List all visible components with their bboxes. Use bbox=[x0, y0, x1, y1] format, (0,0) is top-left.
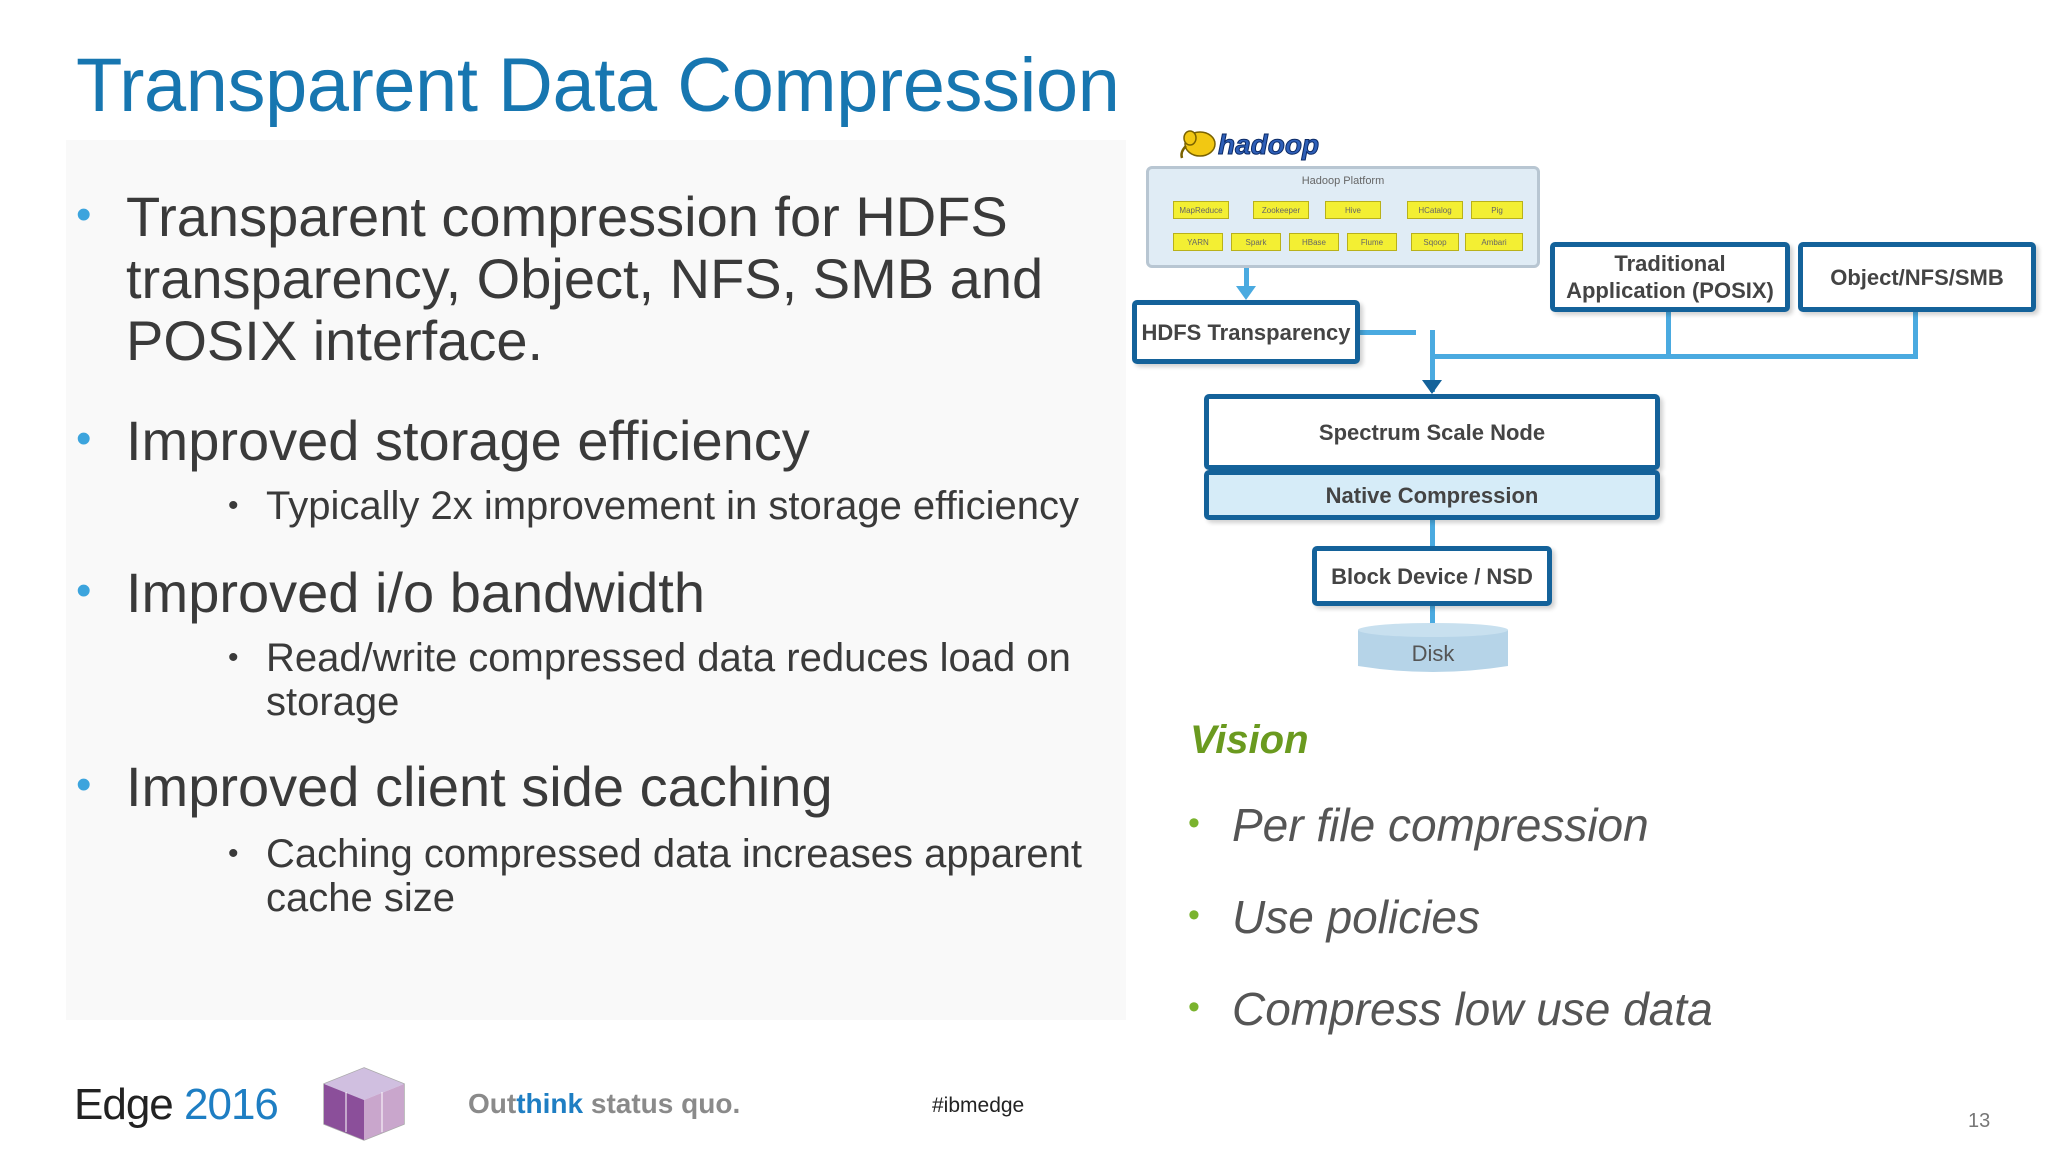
cube-logo-icon bbox=[323, 1067, 405, 1141]
sub-bullet-dot-icon: • bbox=[228, 641, 239, 674]
bullet-2-line-1: Improved storage efficiency bbox=[126, 409, 810, 472]
tagline-highlight: think bbox=[516, 1088, 584, 1119]
tagline-prefix: Out bbox=[468, 1088, 517, 1119]
bullet-1-line-2: transparency, Object, NFS, SMB and bbox=[126, 247, 1044, 310]
block-device-label: Block Device / NSD bbox=[1331, 563, 1533, 589]
vision-item-text: Use policies bbox=[1232, 891, 1480, 943]
spectrum-scale-node-box: Spectrum Scale Node bbox=[1204, 394, 1660, 470]
hadoop-component: Sqoop bbox=[1411, 233, 1459, 251]
hadoop-component: YARN bbox=[1173, 233, 1223, 251]
edge-2016-logo: Edge 2016 bbox=[74, 1080, 279, 1130]
bullet-1-line-1: Transparent compression for HDFS bbox=[126, 185, 1008, 248]
bullet-3-sub-line-2: storage bbox=[266, 680, 400, 724]
hdfs-transparency-box: HDFS Transparency bbox=[1132, 300, 1360, 364]
bullet-dot-icon: • bbox=[76, 566, 92, 615]
hdfs-transparency-label: HDFS Transparency bbox=[1141, 319, 1351, 345]
vision-item-text: Compress low use data bbox=[1232, 983, 1713, 1035]
edge-logo-year: 2016 bbox=[184, 1080, 279, 1129]
native-compression-label: Native Compression bbox=[1325, 482, 1539, 508]
content-panel-background bbox=[66, 140, 1126, 1020]
connector-line bbox=[1430, 604, 1435, 624]
native-compression-box: Native Compression bbox=[1204, 470, 1660, 520]
connector-line bbox=[1356, 330, 1416, 335]
connector-line bbox=[1430, 330, 1435, 392]
bullet-3-sub-line-1: Read/write compressed data reduces load … bbox=[266, 636, 1071, 680]
disk-cylinder: Disk bbox=[1358, 623, 1508, 672]
arrow-down-icon bbox=[1422, 380, 1442, 394]
sub-bullet-dot-icon: • bbox=[228, 489, 239, 522]
connector-line bbox=[1913, 306, 1918, 358]
hadoop-component: Pig bbox=[1471, 201, 1523, 219]
bullet-dot-icon: • bbox=[1188, 804, 1200, 842]
bullet-dot-icon: • bbox=[76, 414, 92, 463]
connector-line bbox=[1244, 268, 1249, 294]
page-number: 13 bbox=[1968, 1110, 1991, 1132]
traditional-application-line-1: Traditional bbox=[1614, 251, 1726, 276]
sub-bullet-dot-icon: • bbox=[228, 837, 239, 870]
bullet-dot-icon: • bbox=[1188, 988, 1200, 1026]
footer-hashtag: #ibmedge bbox=[932, 1094, 1025, 1117]
edge-logo-word: Edge bbox=[74, 1080, 174, 1129]
bullet-2-sub-line-1: Typically 2x improvement in storage effi… bbox=[266, 484, 1079, 528]
bullet-3-line-1: Improved i/o bandwidth bbox=[126, 561, 706, 624]
connector-line bbox=[1430, 516, 1435, 546]
footer-tagline: Outthink status quo. bbox=[468, 1088, 740, 1120]
hadoop-platform: Hadoop Platform MapReduce Zookeeper Hive… bbox=[1146, 166, 1540, 268]
object-nfs-smb-box: Object/NFS/SMB bbox=[1798, 242, 2036, 312]
hadoop-component: Flume bbox=[1347, 233, 1397, 251]
vision-item-text: Per file compression bbox=[1232, 799, 1649, 851]
hadoop-logo: hadoop bbox=[1180, 129, 1320, 161]
bullet-4-line-1: Improved client side caching bbox=[126, 755, 833, 818]
bullet-1-line-3: POSIX interface. bbox=[126, 309, 544, 372]
hadoop-component: Ambari bbox=[1465, 233, 1523, 251]
hadoop-component: Zookeeper bbox=[1253, 201, 1309, 219]
vision-title: Vision bbox=[1190, 718, 1309, 762]
hadoop-component: MapReduce bbox=[1173, 201, 1229, 219]
hadoop-logo-text: hadoop bbox=[1218, 129, 1319, 160]
tagline-suffix: status quo. bbox=[583, 1088, 741, 1119]
traditional-application-box: Traditional Application (POSIX) bbox=[1550, 242, 1790, 312]
spectrum-scale-node-label: Spectrum Scale Node bbox=[1318, 419, 1546, 445]
disk-label: Disk bbox=[1412, 641, 1456, 666]
arrow-down-icon bbox=[1236, 286, 1256, 300]
object-nfs-smb-label: Object/NFS/SMB bbox=[1830, 264, 2004, 290]
bullet-dot-icon: • bbox=[76, 190, 92, 239]
hadoop-platform-label: Hadoop Platform bbox=[1301, 175, 1385, 187]
bullet-4-sub-line-1: Caching compressed data increases appare… bbox=[266, 832, 1083, 876]
connector-line bbox=[1430, 354, 1918, 359]
hadoop-component: Spark bbox=[1231, 233, 1281, 251]
hadoop-component: HCatalog bbox=[1407, 201, 1463, 219]
bullet-dot-icon: • bbox=[76, 760, 92, 809]
bullet-dot-icon: • bbox=[1188, 896, 1200, 934]
block-device-box: Block Device / NSD bbox=[1312, 546, 1552, 606]
hadoop-component: HBase bbox=[1289, 233, 1339, 251]
traditional-application-line-2: Application (POSIX) bbox=[1566, 278, 1774, 303]
bullet-4-sub-line-2: cache size bbox=[266, 876, 455, 920]
connector-line bbox=[1666, 306, 1671, 358]
hadoop-component: Hive bbox=[1325, 201, 1381, 219]
slide-title: Transparent Data Compression bbox=[76, 43, 1120, 128]
